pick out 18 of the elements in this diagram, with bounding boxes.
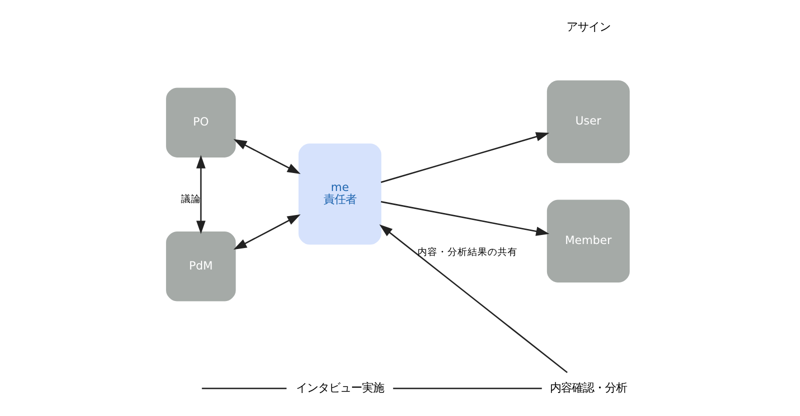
node-box: PO	[166, 88, 236, 158]
arrow	[380, 132, 549, 183]
node-box: me 責任者	[298, 144, 381, 245]
edge-label: 内容・分析結果の共有	[417, 246, 518, 258]
node-box: Member	[546, 200, 630, 283]
edge-label: 議論	[180, 194, 200, 205]
node-box: PdM	[166, 232, 236, 302]
node-text: 内容確認・分析	[549, 380, 626, 394]
arrow	[196, 155, 206, 234]
arrow	[380, 201, 549, 236]
node-box: User	[546, 80, 630, 164]
connector	[392, 388, 542, 390]
label: アサイン	[566, 20, 610, 34]
connector	[201, 388, 286, 390]
arrow	[233, 214, 300, 250]
node-text: インタビュー実施	[295, 380, 384, 394]
arrow	[233, 139, 300, 174]
arrow	[378, 224, 568, 374]
